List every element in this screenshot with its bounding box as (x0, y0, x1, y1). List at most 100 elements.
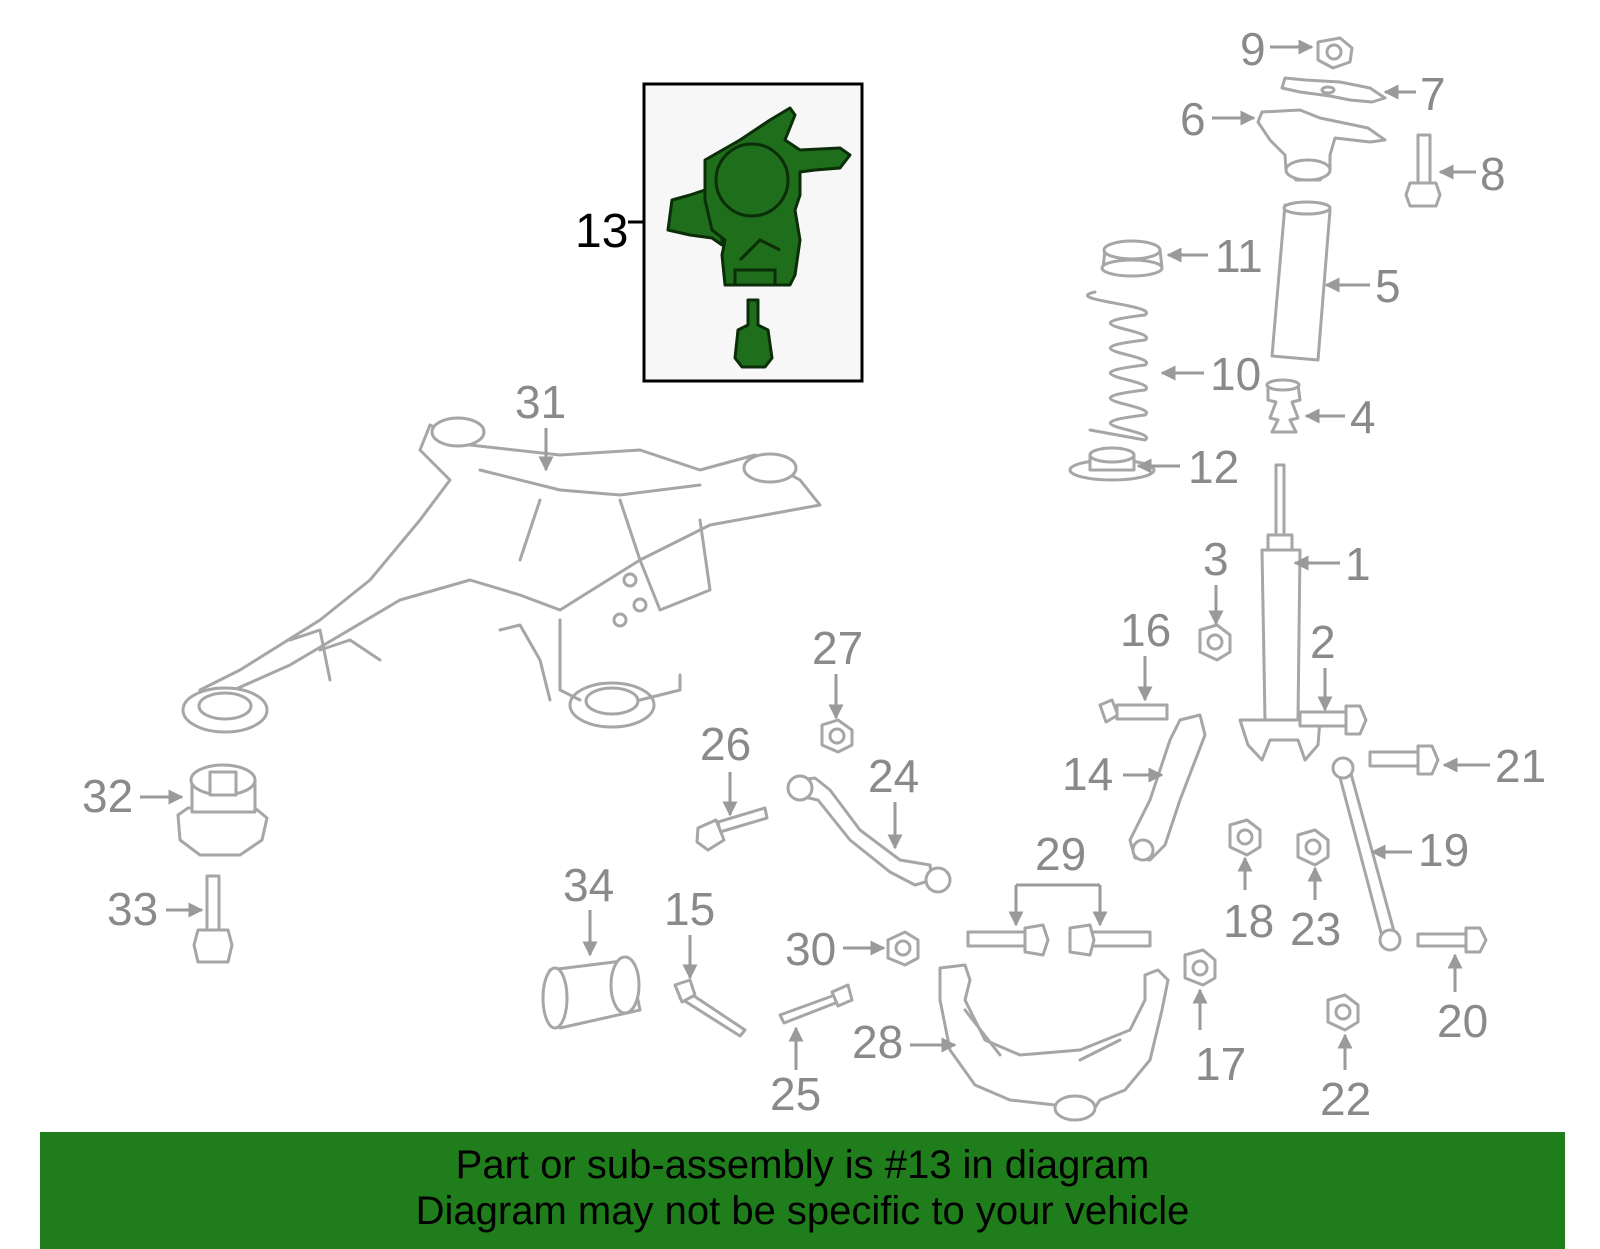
knuckle-highlighted-icon (666, 106, 852, 369)
link-14-icon (1128, 713, 1207, 862)
bracket-7-icon (1280, 76, 1387, 104)
callout-4: 4 (1304, 391, 1376, 443)
bolt-21-icon (1368, 744, 1440, 776)
svg-text:26: 26 (700, 718, 751, 770)
callout-13: 13 (575, 205, 644, 258)
seat-11-icon (1100, 239, 1164, 278)
svg-text:12: 12 (1188, 441, 1239, 493)
svg-text:31: 31 (515, 376, 566, 428)
svg-text:30: 30 (785, 923, 836, 975)
callout-7: 7 (1383, 68, 1446, 120)
nut-17-icon (1183, 948, 1217, 987)
callout-3: 3 (1203, 533, 1229, 626)
callout-6: 6 (1180, 93, 1256, 145)
nut-9-icon (1316, 36, 1354, 70)
callout-21: 21 (1442, 740, 1546, 792)
link-24-icon (786, 774, 952, 894)
svg-text:1: 1 (1345, 538, 1371, 590)
callout-26: 26 (700, 718, 751, 817)
svg-text:27: 27 (812, 622, 863, 674)
callout-15: 15 (664, 883, 715, 980)
callout-1: 1 (1293, 538, 1371, 590)
callout-29: 29 (1008, 828, 1108, 927)
footer-banner: Part or sub-assembly is #13 in diagram D… (40, 1132, 1565, 1249)
nut-23-icon (1296, 828, 1330, 867)
bushing-32-icon (176, 763, 269, 857)
bumpstop-4-icon (1265, 378, 1302, 434)
seat-12-icon (1068, 446, 1156, 482)
svg-text:18: 18 (1223, 895, 1274, 947)
callout-30: 30 (785, 923, 886, 975)
svg-text:22: 22 (1320, 1073, 1371, 1125)
bolt-26-icon (695, 806, 769, 852)
shock-1-icon (1238, 463, 1322, 762)
svg-text:11: 11 (1215, 230, 1263, 282)
svg-text:20: 20 (1437, 995, 1488, 1047)
bolt-15-icon (673, 978, 747, 1038)
nut-22-icon (1326, 993, 1360, 1032)
svg-text:13: 13 (575, 205, 628, 258)
callout-24: 24 (868, 750, 919, 850)
svg-text:25: 25 (770, 1068, 821, 1120)
svg-text:7: 7 (1420, 68, 1446, 120)
svg-text:16: 16 (1120, 604, 1171, 656)
svg-text:29: 29 (1035, 828, 1086, 880)
bolt-25-icon (778, 983, 854, 1025)
callout-28: 28 (852, 1016, 957, 1068)
callout-18: 18 (1223, 856, 1274, 947)
callout-16: 16 (1120, 604, 1171, 702)
svg-text:2: 2 (1310, 616, 1336, 668)
svg-text:28: 28 (852, 1016, 903, 1068)
bushing-34-icon (541, 955, 642, 1030)
bolt-16-icon (1098, 698, 1169, 724)
svg-text:24: 24 (868, 750, 919, 802)
bolt-33-icon (192, 874, 234, 964)
svg-text:6: 6 (1180, 93, 1206, 145)
callout-23: 23 (1290, 866, 1341, 955)
callout-19: 19 (1370, 824, 1469, 876)
nut-30-icon (886, 930, 920, 967)
svg-text:4: 4 (1350, 391, 1376, 443)
svg-text:21: 21 (1495, 740, 1546, 792)
svg-text:14: 14 (1062, 748, 1113, 800)
callout-14: 14 (1062, 748, 1164, 800)
svg-text:5: 5 (1375, 260, 1401, 312)
footer-line-2: Diagram may not be specific to your vehi… (415, 1189, 1190, 1233)
callout-27: 27 (812, 622, 863, 720)
bolts-29-icon (966, 923, 1152, 957)
footer-line-1: Part or sub-assembly is #13 in diagram (455, 1143, 1150, 1187)
svg-text:3: 3 (1203, 533, 1229, 585)
highlight-box-13[interactable] (642, 82, 864, 383)
bolt-20-icon (1416, 926, 1488, 954)
boot-5-icon (1270, 200, 1332, 362)
bolt-8-icon (1404, 133, 1442, 208)
mount-6-icon (1256, 108, 1387, 182)
link-19-icon (1331, 756, 1402, 952)
svg-text:8: 8 (1480, 148, 1506, 200)
callout-33: 33 (107, 883, 204, 935)
nut-18-icon (1228, 818, 1262, 857)
svg-text:34: 34 (563, 859, 614, 911)
nut-3-icon (1198, 623, 1232, 662)
callout-5: 5 (1324, 260, 1401, 312)
nut-27-icon (820, 718, 854, 754)
svg-text:32: 32 (82, 770, 133, 822)
callout-9: 9 (1240, 23, 1314, 75)
callout-22: 22 (1320, 1033, 1371, 1125)
callout-10: 10 (1160, 348, 1261, 400)
spring-10-icon (1086, 290, 1149, 442)
callout-34: 34 (563, 859, 614, 957)
callout-2: 2 (1310, 616, 1336, 712)
svg-text:33: 33 (107, 883, 158, 935)
crossmember-31-icon (181, 416, 822, 734)
svg-text:15: 15 (664, 883, 715, 935)
callout-8: 8 (1438, 148, 1506, 200)
svg-text:23: 23 (1290, 903, 1341, 955)
control-arm-28-icon (938, 963, 1170, 1122)
callout-20: 20 (1437, 953, 1488, 1047)
bolt-2-icon (1298, 704, 1368, 736)
svg-text:9: 9 (1240, 23, 1266, 75)
callout-17: 17 (1192, 988, 1246, 1090)
svg-text:17: 17 (1195, 1038, 1246, 1090)
